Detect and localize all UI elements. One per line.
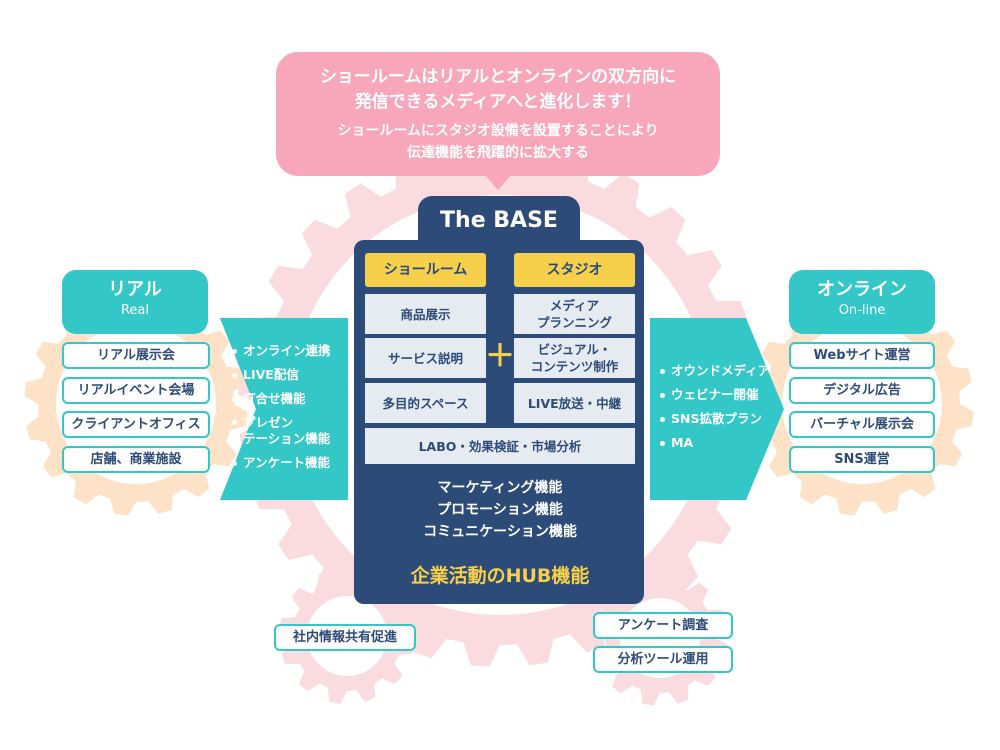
real-feature-item: プレゼン テーション機能 (232, 415, 350, 455)
online-feature-list: オウンドメディア ウェビナー開催 SNS拡散プラン MA (660, 363, 780, 459)
subheadline-line-1: ショールームにスタジオ設備を設置することにより (337, 123, 659, 139)
real-header: リアル Real (62, 270, 208, 334)
real-feature-item: オンライン連携 (232, 343, 350, 367)
real-feature-list: オンライン連携 LIVE配信 打合せ機能 プレゼン テーション機能 アンケート機… (232, 343, 350, 479)
showroom-header: ショールーム (365, 253, 486, 287)
online-feature-item: SNS拡散プラン (660, 411, 780, 435)
studio-item: LIVE放送・中継 (514, 383, 635, 423)
real-channel-item: リアルイベント会場 (62, 377, 210, 404)
plus-icon: ＋ (485, 339, 515, 374)
real-channel-item: リアル展示会 (62, 342, 210, 369)
online-feature-item: MA (660, 435, 780, 459)
real-feature-band (220, 318, 348, 500)
showroom-item: 多目的スペース (365, 383, 486, 423)
analysis-item: 分析ツール運用 (593, 646, 733, 673)
real-subtitle: Real (120, 303, 150, 318)
online-channel-item: Webサイト運営 (789, 342, 935, 369)
headline-line-1: ショールームはリアルとオンラインの双方向に (319, 67, 677, 87)
real-feature-item: アンケート機能 (232, 455, 350, 479)
function-item: コミュニケーション機能 (423, 524, 577, 540)
showroom-item: サービス説明 (365, 338, 486, 378)
headline-banner: ショールームはリアルとオンラインの双方向に 発信できるメディアへと進化します！ … (276, 52, 720, 176)
banner-pointer (484, 174, 512, 190)
function-item: マーケティング機能 (437, 480, 563, 496)
real-feature-item: LIVE配信 (232, 367, 350, 391)
real-channel-item: クライアントオフィス (62, 411, 210, 438)
headline-line-2: 発信できるメディアへと進化します！ (354, 92, 642, 112)
studio-header: スタジオ (514, 253, 635, 287)
function-list: マーケティング機能 プロモーション機能 コミュニケーション機能 (380, 477, 620, 543)
online-subtitle: On-line (838, 303, 886, 318)
real-channel-item: 店舗、商業施設 (62, 446, 210, 473)
real-feature-item: 打合せ機能 (232, 391, 350, 415)
internal-sharing-item: 社内情報共有促進 (274, 624, 416, 651)
real-title: リアル (108, 279, 162, 300)
studio-item: メディア プランニング (514, 294, 635, 334)
online-channel-item: バーチャル展示会 (789, 411, 935, 438)
subheadline-line-2: 伝達機能を飛躍的に拡大する (407, 145, 589, 161)
hub-label: 企業活動のHUB機能 (410, 565, 590, 587)
analysis-item: アンケート調査 (593, 612, 733, 639)
showroom-item: 商品展示 (365, 294, 486, 334)
studio-item: ビジュアル・ コンテンツ制作 (514, 338, 635, 378)
function-item: プロモーション機能 (437, 502, 563, 518)
online-title: オンライン (817, 279, 907, 300)
online-feature-item: オウンドメディア (660, 363, 780, 387)
online-header: オンライン On-line (789, 270, 935, 334)
online-channel-item: SNS運営 (789, 446, 935, 473)
online-feature-item: ウェビナー開催 (660, 387, 780, 411)
online-channel-item: デジタル広告 (789, 377, 935, 404)
base-title: The BASE (418, 196, 580, 248)
online-feature-band (650, 318, 784, 500)
labo-bar: LABO・効果検証・市場分析 (365, 428, 635, 464)
